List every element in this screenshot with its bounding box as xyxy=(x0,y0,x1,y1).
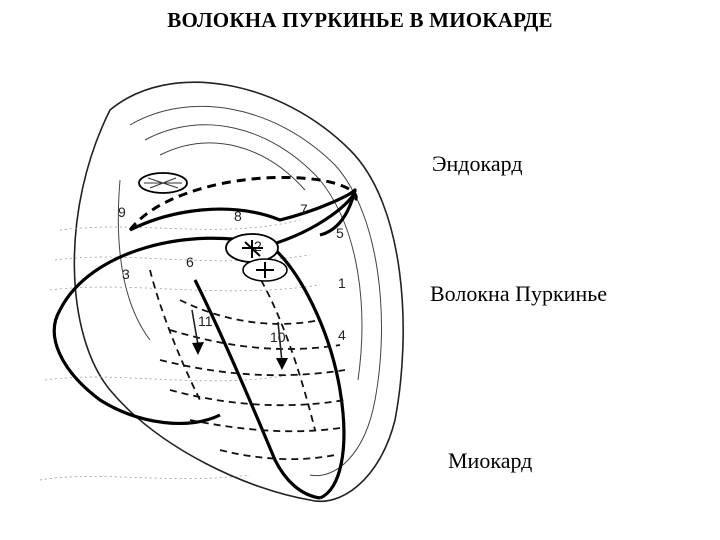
arrow-septal-head xyxy=(276,358,288,370)
texture-4 xyxy=(44,374,291,382)
label-myocardium: Миокард xyxy=(448,448,533,473)
texture-5 xyxy=(39,474,251,481)
region-number-6: 6 xyxy=(186,254,194,270)
purkinje-dashed-8 xyxy=(254,269,316,431)
region-number-3: 3 xyxy=(122,266,130,282)
purkinje-dashed-3 xyxy=(169,329,341,350)
inner-contour-1 xyxy=(129,105,382,477)
region-number-2: 2 xyxy=(254,238,262,254)
label-endocardium: Эндокард xyxy=(432,151,523,176)
heart-fiber-diagram: 1 2 3 4 5 6 7 8 9 10 11 xyxy=(20,70,420,510)
region-number-10: 10 xyxy=(270,329,286,345)
arrow-septal xyxy=(277,321,283,363)
purkinje-dashed-5 xyxy=(169,389,346,407)
inner-contour-4 xyxy=(117,179,151,341)
region-number-1: 1 xyxy=(338,275,346,291)
texture-1 xyxy=(59,219,301,231)
region-number-7: 7 xyxy=(300,201,308,217)
valve-hatch xyxy=(144,177,182,189)
region-number-11: 11 xyxy=(198,313,213,329)
pulmonary-valve-cusps xyxy=(256,262,274,278)
outer-shell xyxy=(73,81,404,503)
valve-plane-ring xyxy=(58,188,357,311)
purkinje-dashed-7 xyxy=(219,449,336,461)
region-number-4: 4 xyxy=(338,327,346,343)
region-number-8: 8 xyxy=(234,208,242,224)
purkinje-dashed-1 xyxy=(149,269,201,401)
arrow-down-left xyxy=(191,309,199,346)
right-ventricle-rim xyxy=(52,309,221,425)
page-title: ВОЛОКНА ПУРКИНЬЕ В МИОКАРДЕ xyxy=(167,8,553,32)
purkinje-dashed-2 xyxy=(179,299,321,325)
region-number-5: 5 xyxy=(336,225,344,241)
arrow-down-left-head xyxy=(192,342,204,355)
inner-contour-3 xyxy=(159,142,306,191)
upper-arc-thick xyxy=(129,188,357,232)
heart-illustration: 1 2 3 4 5 6 7 8 9 10 11 xyxy=(39,81,404,503)
region-number-9: 9 xyxy=(118,204,126,220)
purkinje-dashed-top xyxy=(128,176,358,231)
label-purkinje-fibers: Волокна Пуркинье xyxy=(430,281,608,306)
texture-3 xyxy=(49,284,321,292)
left-ventricle-thick xyxy=(268,243,346,500)
purkinje-dashed-6 xyxy=(189,419,341,433)
aortic-valve-cusps xyxy=(242,240,263,258)
